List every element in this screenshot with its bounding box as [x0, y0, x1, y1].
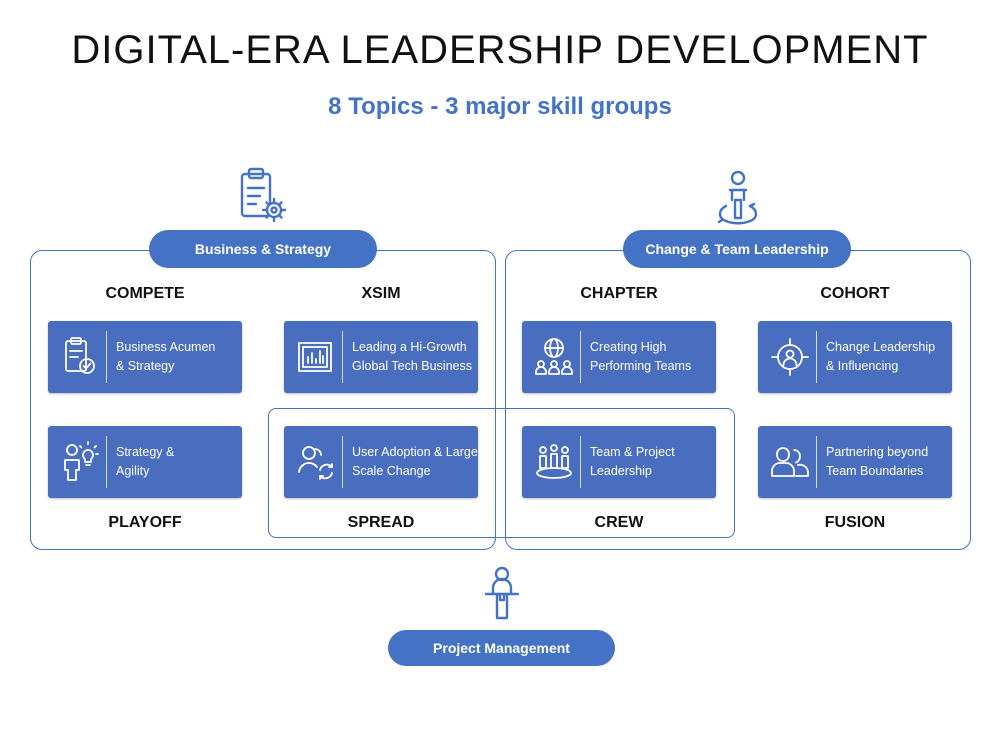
- topic-title-line1: Creating High: [590, 340, 667, 354]
- topic-title-line2: Agility: [116, 464, 150, 478]
- people-refresh-icon: [294, 440, 338, 484]
- topic-card-spread[interactable]: User Adoption & Large Scale Change: [284, 426, 478, 498]
- project-management-group-box: [268, 408, 735, 538]
- card-divider: [816, 436, 817, 488]
- topic-code-crew: CREW: [594, 514, 644, 531]
- topic-title-line1: Partnering beyond: [826, 445, 929, 459]
- topic-card-chapter[interactable]: Creating High Performing Teams: [522, 321, 716, 393]
- topic-title-line1: User Adoption & Large: [352, 445, 478, 459]
- card-divider: [342, 436, 343, 488]
- topic-code-compete: COMPETE: [105, 285, 185, 302]
- topic-title-line1: Change Leadership: [826, 340, 936, 354]
- topic-code-playoff: PLAYOFF: [108, 514, 182, 531]
- card-divider: [106, 436, 107, 488]
- topic-code-spread: SPREAD: [347, 514, 415, 531]
- topic-title-line1: Business Acumen: [116, 340, 216, 354]
- clipboard-check-icon: [58, 335, 102, 379]
- topic-title-line2: & Strategy: [116, 359, 175, 373]
- page-title: DIGITAL-ERA LEADERSHIP DEVELOPMENT: [71, 28, 929, 72]
- topic-code-xsim: XSIM: [361, 285, 401, 302]
- page-subtitle: 8 Topics - 3 major skill groups: [328, 93, 672, 120]
- card-divider: [106, 331, 107, 383]
- topic-title-line2: Performing Teams: [590, 359, 692, 373]
- topic-title-line2: Scale Change: [352, 464, 431, 478]
- change-team-leadership-pill: Change & Team Leadership: [623, 230, 851, 268]
- topic-card-cohort[interactable]: Change Leadership & Influencing: [758, 321, 952, 393]
- two-people-icon: [768, 440, 812, 484]
- business-strategy-pill: Business & Strategy: [149, 230, 377, 268]
- card-divider: [342, 331, 343, 383]
- topic-code-cohort: COHORT: [820, 285, 890, 302]
- person-target-icon: [710, 168, 766, 228]
- topic-card-crew[interactable]: Team & Project Leadership: [522, 426, 716, 498]
- speaker-podium-icon: [474, 564, 530, 624]
- clipboard-gear-icon: [236, 166, 292, 226]
- topic-card-fusion[interactable]: Partnering beyond Team Boundaries: [758, 426, 952, 498]
- topic-title-line1: Strategy &: [116, 445, 175, 459]
- topic-title-line2: Team Boundaries: [826, 464, 924, 478]
- crosshair-person-icon: [768, 335, 812, 379]
- topic-title-line2: Global Tech Business: [352, 359, 472, 373]
- topic-card-playoff[interactable]: Strategy & Agility: [48, 426, 242, 498]
- topic-card-xsim[interactable]: Leading a Hi-Growth Global Tech Business: [284, 321, 478, 393]
- topic-title-line2: & Influencing: [826, 359, 899, 373]
- topic-title-line1: Leading a Hi-Growth: [352, 340, 467, 354]
- card-divider: [580, 436, 581, 488]
- person-lightbulb-icon: [58, 440, 102, 484]
- card-divider: [580, 331, 581, 383]
- project-management-pill: Project Management: [388, 630, 615, 666]
- globe-team-icon: [532, 335, 576, 379]
- topic-card-compete[interactable]: Business Acumen & Strategy: [48, 321, 242, 393]
- card-divider: [816, 331, 817, 383]
- topic-title-line1: Team & Project: [590, 445, 675, 459]
- topic-code-fusion: FUSION: [824, 514, 886, 531]
- team-platform-icon: [532, 440, 576, 484]
- topic-title-line2: Leadership: [590, 464, 652, 478]
- topic-code-chapter: CHAPTER: [580, 285, 658, 302]
- bar-chart-screen-icon: [294, 335, 338, 379]
